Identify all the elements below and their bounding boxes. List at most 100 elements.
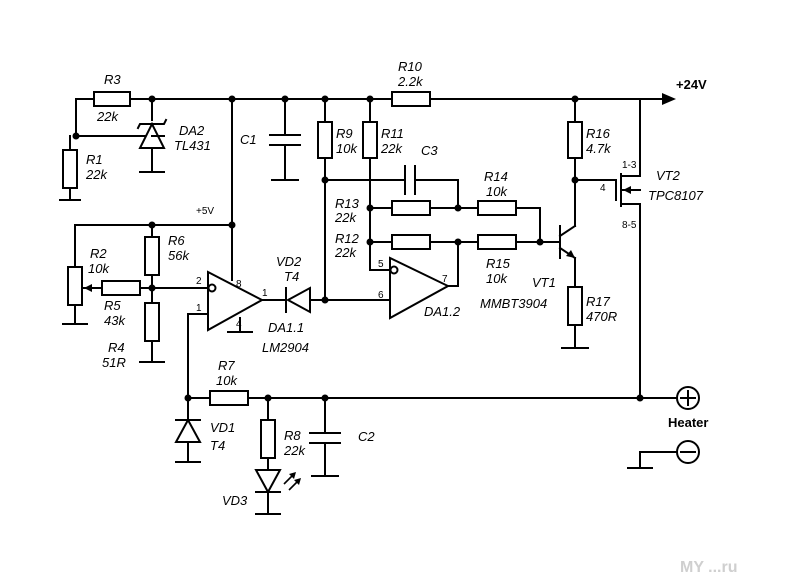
label-r17-val: 470R xyxy=(586,309,617,324)
component-labels: R3 22k R1 22k DA2 TL431 C1 R9 10k R11 22… xyxy=(85,59,704,508)
r11-body xyxy=(362,121,378,159)
label-r6-ref: R6 xyxy=(168,233,185,248)
pin-da12-6: 6 xyxy=(378,290,384,301)
label-r4-val: 51R xyxy=(102,355,126,370)
vd1-body xyxy=(174,417,202,443)
label-r9-ref: R9 xyxy=(336,126,353,141)
pin-da11-4: 4 xyxy=(236,319,242,330)
op-amps xyxy=(207,256,451,332)
label-r6-val: 56k xyxy=(168,248,190,263)
label-r9-val: 10k xyxy=(336,141,358,156)
da11-body xyxy=(207,270,265,332)
label-r2-ref: R2 xyxy=(90,246,107,261)
label-r10-ref: R10 xyxy=(398,59,423,74)
label-da2-val: TL431 xyxy=(174,138,211,153)
watermark: MY ...ru xyxy=(680,559,738,576)
rail-labels: +24V +5V Heater xyxy=(196,77,708,430)
r7-body xyxy=(209,390,249,406)
r13-body xyxy=(391,200,431,216)
label-r13-val: 22k xyxy=(334,210,357,225)
label-r10-val: 2.2k xyxy=(397,74,424,89)
wires xyxy=(59,98,677,515)
label-r12-val: 22k xyxy=(334,245,357,260)
pin-vt2-src: 1-3 xyxy=(622,160,637,171)
r15-body xyxy=(477,234,517,250)
label-r16-val: 4.7k xyxy=(586,141,612,156)
vd2-body xyxy=(285,286,311,314)
pin-da11-8: 8 xyxy=(236,279,242,290)
label-r8-ref: R8 xyxy=(284,428,301,443)
label-r12-ref: R12 xyxy=(335,231,360,246)
vd3-body xyxy=(254,469,282,495)
label-r14-ref: R14 xyxy=(484,169,508,184)
label-plus5: +5V xyxy=(196,206,214,217)
label-plus24: +24V xyxy=(676,77,707,92)
r4-body xyxy=(144,302,160,342)
transistors xyxy=(558,171,641,260)
junction-dots xyxy=(72,95,644,402)
capacitors xyxy=(269,134,416,444)
pin-da12-5: 5 xyxy=(378,259,384,270)
r14-body xyxy=(477,200,517,216)
label-r15-ref: R15 xyxy=(486,256,511,271)
pin-vt2-drain: 8-5 xyxy=(622,220,637,231)
label-vd1-val: T4 xyxy=(210,438,225,453)
da12-body xyxy=(389,256,451,320)
label-r2-val: 10k xyxy=(88,261,110,276)
pin-da11-2: 2 xyxy=(196,276,202,287)
label-r1-val: 22k xyxy=(85,167,108,182)
label-r7-val: 10k xyxy=(216,373,238,388)
r2-body xyxy=(67,266,83,306)
label-vd3: VD3 xyxy=(222,493,248,508)
label-r5-val: 43k xyxy=(104,313,126,328)
pin-vt2-gate: 4 xyxy=(600,183,606,194)
label-c3: C3 xyxy=(421,143,438,158)
r8-body xyxy=(260,419,276,459)
label-vt1-val: MMBT3904 xyxy=(480,296,547,311)
r9-body xyxy=(317,121,333,159)
diodes xyxy=(136,118,311,495)
label-da11-ref: DA1.1 xyxy=(268,320,304,335)
label-vd2-ref: VD2 xyxy=(276,254,302,269)
r1-body xyxy=(62,149,78,189)
terminals xyxy=(639,93,700,464)
label-r16-ref: R16 xyxy=(586,126,611,141)
label-c2: C2 xyxy=(358,429,375,444)
label-r13-ref: R13 xyxy=(335,196,360,211)
resistors xyxy=(62,91,583,459)
plus24-arrow xyxy=(662,93,676,105)
r10-body xyxy=(391,91,431,107)
label-c1: C1 xyxy=(240,132,257,147)
label-vd1-ref: VD1 xyxy=(210,420,235,435)
label-vd2-val: T4 xyxy=(284,269,299,284)
label-r3-val: 22k xyxy=(96,109,119,124)
label-heater: Heater xyxy=(668,415,708,430)
label-r8-val: 22k xyxy=(283,443,306,458)
label-vt2-val: TPC8107 xyxy=(648,188,704,203)
r16-body xyxy=(567,121,583,159)
label-da12-ref: DA1.2 xyxy=(424,304,461,319)
pin-da11-1in: 1 xyxy=(196,303,202,314)
label-r4-ref: R4 xyxy=(108,340,125,355)
label-r14-val: 10k xyxy=(486,184,508,199)
r17-body xyxy=(567,286,583,326)
pin-da11-1out: 1 xyxy=(262,288,268,299)
label-r17-ref: R17 xyxy=(586,294,611,309)
label-r3-ref: R3 xyxy=(104,72,121,87)
label-r5-ref: R5 xyxy=(104,298,121,313)
label-da2-ref: DA2 xyxy=(179,123,205,138)
r12-body xyxy=(391,234,431,250)
r6-body xyxy=(144,236,160,276)
label-r11-ref: R11 xyxy=(381,126,404,141)
pin-numbers: 2 1 8 4 1 5 6 7 1-3 4 8-5 xyxy=(196,160,637,330)
label-r15-val: 10k xyxy=(486,271,508,286)
r3-body xyxy=(93,91,131,107)
label-r7-ref: R7 xyxy=(218,358,235,373)
label-r11-val: 22k xyxy=(380,141,403,156)
label-da11-val: LM2904 xyxy=(262,340,309,355)
pin-da12-7: 7 xyxy=(442,274,448,285)
label-r1-ref: R1 xyxy=(86,152,103,167)
label-vt1-ref: VT1 xyxy=(532,275,556,290)
r5-body xyxy=(101,280,141,296)
